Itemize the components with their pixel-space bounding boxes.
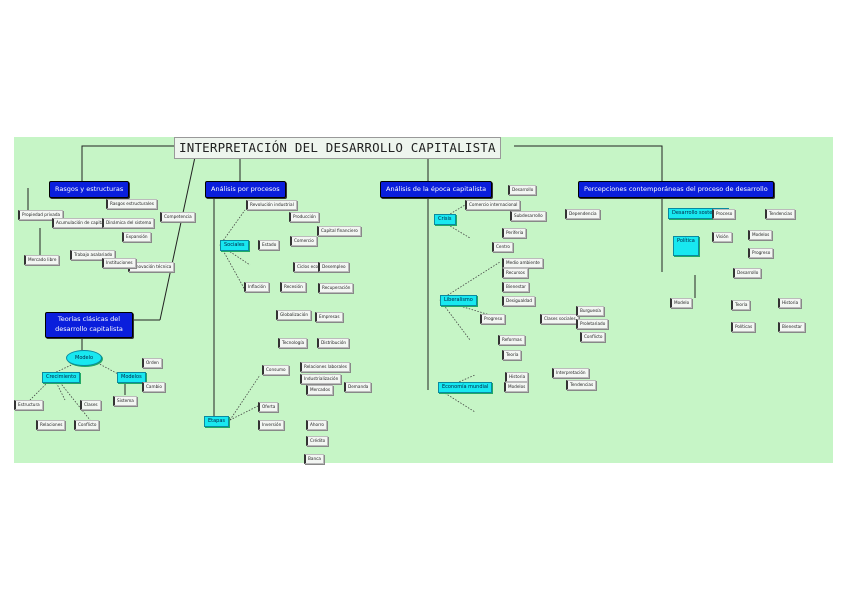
concept-node[interactable]: Medio ambiente (502, 258, 543, 268)
concept-node[interactable]: Consumo (262, 365, 289, 375)
concept-node[interactable]: Historia (778, 298, 802, 308)
concept-node[interactable]: Desigualdad (502, 296, 536, 306)
concept-node[interactable]: Relaciones laborales (300, 362, 350, 372)
concept-node[interactable]: Competencia (160, 212, 195, 222)
concept-node[interactable]: Visión (712, 232, 732, 242)
concept-node[interactable]: Industrialización (300, 374, 342, 384)
concept-node[interactable]: Estructura (14, 400, 43, 410)
concept-node[interactable]: Producción (289, 212, 319, 222)
concept-node[interactable]: Globalización (276, 310, 311, 320)
concept-node[interactable]: Proletariado (576, 319, 609, 329)
highlight-node[interactable]: Política (673, 236, 699, 256)
concept-node[interactable]: Tendencias (765, 209, 796, 219)
concept-node[interactable]: Comercio internacional (465, 200, 521, 210)
concept-node[interactable]: Progreso (748, 248, 774, 258)
concept-node[interactable]: Distribución (317, 338, 350, 348)
highlight-node[interactable]: Crisis (434, 214, 456, 225)
concept-node[interactable]: Demanda (344, 382, 372, 392)
concept-node[interactable]: Políticas (731, 322, 756, 332)
concept-node[interactable]: Trabajo asalariado (70, 250, 116, 260)
concept-node[interactable]: Clases (80, 400, 101, 410)
concept-node[interactable]: Recuperación (318, 283, 354, 293)
concept-node[interactable]: Cambio (142, 382, 165, 392)
section-header-procesos[interactable]: Análisis por procesos (205, 181, 286, 198)
highlight-node[interactable]: Liberalismo (440, 295, 477, 306)
concept-node[interactable]: Dinámica del sistema (102, 218, 155, 228)
concept-node[interactable]: Banca (304, 454, 324, 464)
concept-node[interactable]: Inversión (258, 420, 285, 430)
highlight-node[interactable]: Modelos (117, 372, 146, 383)
concept-node[interactable]: Mercado libre (24, 255, 60, 265)
concept-node[interactable]: Interpretación (552, 368, 589, 378)
concept-node[interactable]: Desarrollo (508, 185, 537, 195)
section-header-epoca[interactable]: Análisis de la época capitalista (380, 181, 493, 198)
concept-node[interactable]: Bienestar (778, 322, 805, 332)
concept-node[interactable]: Periferia (502, 228, 527, 238)
concept-node[interactable]: Orden (142, 358, 162, 368)
concept-node[interactable]: Centro (492, 242, 513, 252)
concept-node[interactable]: Progreso (480, 314, 506, 324)
concept-node[interactable]: Empresas (315, 312, 343, 322)
concept-node[interactable]: Capital financiero (317, 226, 361, 236)
highlight-node[interactable]: Etapas (204, 416, 230, 427)
section-header-rasgos[interactable]: Rasgos y estructuras (49, 181, 130, 198)
concept-node[interactable]: Rasgos estructurales (106, 199, 157, 209)
concept-node[interactable]: Recesión (280, 282, 306, 292)
concept-node[interactable]: Modelos (504, 382, 529, 392)
concept-node[interactable]: Tendencias (566, 380, 597, 390)
concept-node[interactable]: Comercio (290, 236, 317, 246)
highlight-node[interactable]: Economía mundial (438, 382, 493, 393)
concept-node[interactable]: Sistema (113, 396, 137, 406)
concept-node[interactable]: Revolución industrial (246, 200, 297, 210)
concept-node[interactable]: Oferta (258, 402, 279, 412)
concept-node[interactable]: Relaciones (36, 420, 66, 430)
concept-node[interactable]: Reformas (498, 335, 525, 345)
concept-node[interactable]: Historia (505, 372, 529, 382)
concept-node[interactable]: Expansión (122, 232, 151, 242)
concept-node[interactable]: Modelo (670, 298, 693, 308)
concept-node[interactable]: Tecnología (278, 338, 308, 348)
section-header-teorias[interactable]: Teorías clásicas del desarrollo capitali… (45, 312, 133, 338)
concept-node[interactable]: Teoría (731, 300, 751, 310)
concept-node[interactable]: Mercados (306, 385, 334, 395)
section-header-percepciones[interactable]: Percepciones contemporáneas del proceso … (578, 181, 774, 198)
concept-node[interactable]: Recursos (502, 268, 528, 278)
concept-node[interactable]: Inflación (244, 282, 269, 292)
concept-node[interactable]: Bienestar (502, 282, 529, 292)
concept-node[interactable]: Crédito (306, 436, 329, 446)
concept-node[interactable]: Dependencia (565, 209, 600, 219)
concept-node[interactable]: Propiedad privada (18, 210, 64, 220)
concept-node[interactable]: Estado (258, 240, 280, 250)
concept-node[interactable]: Burguesía (576, 306, 604, 316)
concept-node[interactable]: Teoría (502, 350, 522, 360)
concept-node[interactable]: Proceso (712, 209, 736, 219)
concept-node[interactable]: Subdesarrollo (510, 211, 546, 221)
highlight-node[interactable]: Sociales (220, 240, 249, 251)
concept-node[interactable]: Desarrollo (733, 268, 762, 278)
concept-node[interactable]: Ahorro (306, 420, 327, 430)
concept-node[interactable]: Clases sociales (540, 314, 579, 324)
concept-node[interactable]: Conflicto (580, 332, 606, 342)
concept-node[interactable]: Conflicto (74, 420, 100, 430)
highlight-node[interactable]: Crecimiento (42, 372, 81, 383)
concept-node[interactable]: Desempleo (318, 262, 349, 272)
highlight-node[interactable]: Modelo (66, 350, 103, 366)
concept-node[interactable]: Modelos (748, 230, 773, 240)
concept-node[interactable]: Instituciones (102, 258, 136, 268)
page-title: INTERPRETACIÓN DEL DESARROLLO CAPITALIST… (174, 137, 501, 159)
concept-node[interactable]: Acumulación de capital (52, 218, 108, 228)
